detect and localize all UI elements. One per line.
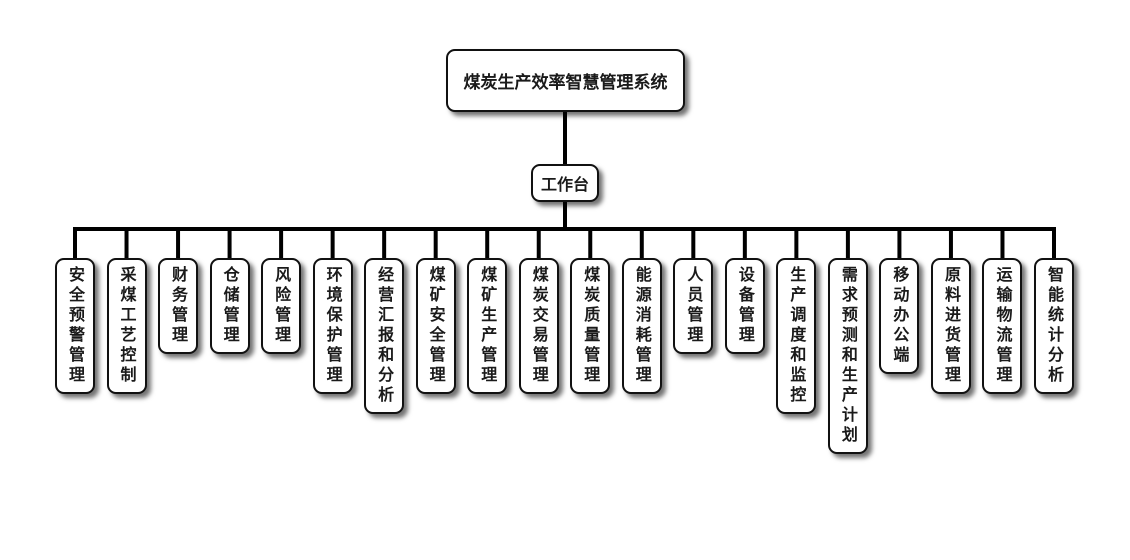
module-node: 采煤工艺控制 — [106, 258, 147, 394]
module-label: 设备管理 — [735, 266, 755, 346]
module-label: 采煤工艺控制 — [117, 266, 137, 386]
module-node: 运输物流管理 — [982, 258, 1023, 394]
module-node: 生产调度和监控 — [776, 258, 817, 414]
module-label: 仓储管理 — [220, 266, 240, 346]
module-node: 能源消耗管理 — [621, 258, 662, 394]
module-node: 原料进货管理 — [930, 258, 971, 394]
module-node: 风险管理 — [261, 258, 302, 354]
module-node: 需求预测和生产计划 — [827, 258, 868, 454]
module-label: 煤矿安全管理 — [426, 266, 446, 386]
module-node: 环境保护管理 — [312, 258, 353, 394]
module-label: 人员管理 — [684, 266, 704, 346]
module-label: 智能统计分析 — [1045, 266, 1064, 386]
module-label: 移动办公端 — [890, 266, 910, 366]
module-label: 煤炭质量管理 — [581, 266, 601, 386]
module-node: 财务管理 — [158, 258, 199, 354]
module-node: 人员管理 — [673, 258, 714, 354]
root-label: 煤炭生产效率智慧管理系统 — [463, 73, 668, 93]
module-label: 环境保护管理 — [323, 266, 343, 386]
module-label: 运输物流管理 — [993, 266, 1013, 386]
module-label: 煤炭交易管理 — [529, 266, 549, 386]
module-label: 需求预测和生产计划 — [838, 266, 858, 446]
module-node: 智能统计分析 — [1034, 258, 1074, 394]
module-node: 煤矿生产管理 — [467, 258, 508, 394]
module-node: 煤炭质量管理 — [570, 258, 611, 394]
module-label: 生产调度和监控 — [787, 266, 807, 406]
module-node: 设备管理 — [724, 258, 765, 354]
hub-node-workbench: 工作台 — [531, 164, 599, 202]
module-node: 仓储管理 — [209, 258, 250, 354]
module-label: 财务管理 — [169, 266, 189, 346]
module-label: 能源消耗管理 — [632, 266, 652, 386]
module-node: 安全预警管理 — [55, 258, 95, 394]
module-label: 安全预警管理 — [66, 266, 85, 386]
module-label: 经营汇报和分析 — [375, 266, 395, 406]
module-node: 经营汇报和分析 — [364, 258, 405, 414]
module-label: 风险管理 — [272, 266, 292, 346]
module-node: 煤矿安全管理 — [415, 258, 456, 394]
module-label: 原料进货管理 — [941, 266, 961, 386]
module-label: 煤矿生产管理 — [478, 266, 498, 386]
root-node: 煤炭生产效率智慧管理系统 — [446, 49, 685, 112]
module-node: 煤炭交易管理 — [518, 258, 559, 394]
module-node: 移动办公端 — [879, 258, 920, 374]
hub-label: 工作台 — [540, 175, 589, 194]
